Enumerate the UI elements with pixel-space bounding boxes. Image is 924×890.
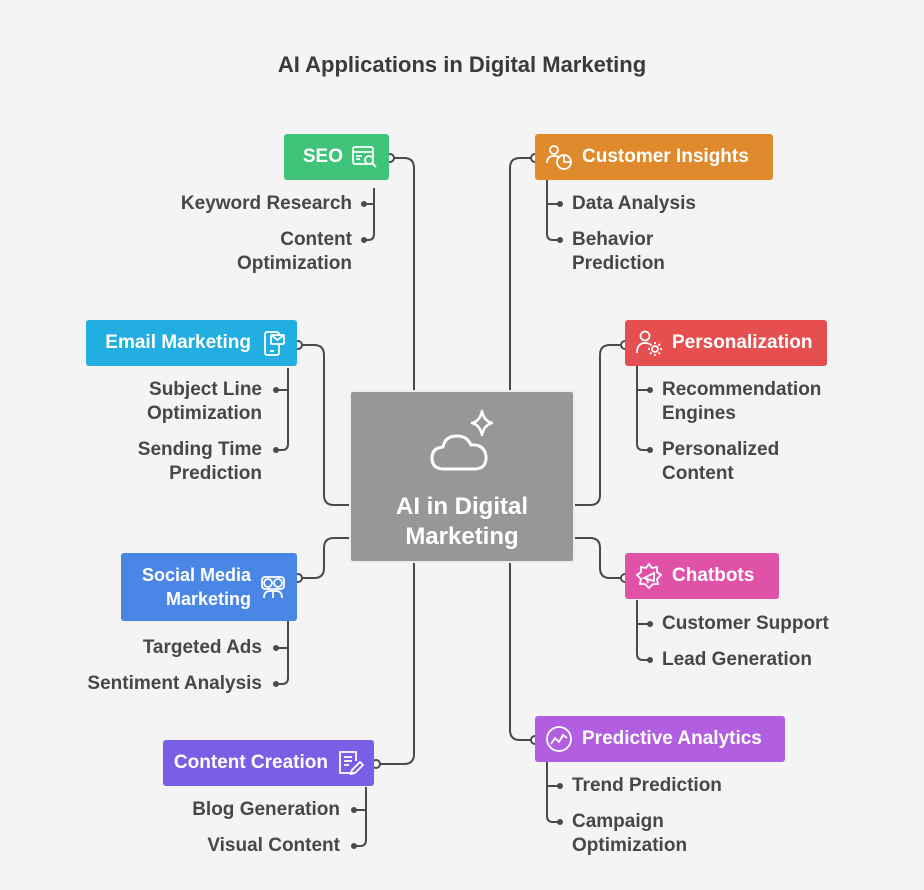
category-social-media[interactable]: Social Media Marketing	[121, 553, 297, 621]
email-item-subject-line: Subject Line Optimization	[147, 378, 262, 426]
connector-personalization-items	[636, 366, 650, 451]
seo-item-line: Optimization	[236, 253, 352, 274]
connector-email	[300, 344, 349, 506]
connector-seo-items	[364, 188, 375, 241]
center-label-line2: Marketing	[405, 523, 519, 550]
connector-social	[300, 537, 349, 579]
email-item-line: Sending Time	[137, 439, 262, 460]
category-predictive-label: Predictive Analytics	[582, 728, 762, 749]
diagram-title: AI Applications in Digital Marketing	[277, 52, 647, 77]
category-insights-label: Customer Insights	[582, 146, 749, 167]
connector-personalization	[575, 344, 623, 506]
personalization-item-personalized-content: Personalized Content	[662, 438, 779, 486]
email-item-sending-time: Sending Time Prediction	[138, 438, 262, 486]
center-node: AI in Digital Marketing	[349, 390, 575, 563]
connector-predictive	[509, 563, 533, 741]
category-social-label-line2: Marketing	[165, 589, 251, 609]
insights-item-behavior-prediction: Behavior Prediction	[572, 228, 665, 276]
center-label-line1: AI in Digital	[396, 493, 528, 520]
category-email-marketing[interactable]: Email Marketing	[86, 320, 297, 366]
email-item-line: Prediction	[169, 463, 262, 484]
connector-chatbots-items	[636, 600, 650, 661]
trend-chart-icon	[546, 726, 572, 752]
content-item-blog-generation: Blog Generation	[192, 799, 340, 820]
category-content-label: Content Creation	[173, 752, 328, 773]
connector-content-items	[354, 787, 367, 847]
email-item-line: Optimization	[146, 403, 262, 424]
mobile-mail-icon	[264, 331, 285, 356]
cloud-sparkle-icon	[430, 409, 494, 471]
social-item-targeted-ads: Targeted Ads	[142, 637, 262, 658]
connector-insights	[509, 157, 533, 390]
category-predictive-analytics[interactable]: Predictive Analytics	[535, 716, 785, 762]
connector-predictive-items	[546, 762, 560, 823]
connector-seo	[392, 157, 415, 390]
connector-chatbots	[575, 537, 623, 579]
seo-item-content-optimization: Content Optimization	[237, 228, 352, 276]
user-chart-icon	[546, 145, 572, 170]
insights-item-data-analysis: Data Analysis	[572, 193, 696, 214]
social-group-icon	[261, 576, 285, 599]
category-seo[interactable]: SEO	[284, 134, 389, 180]
insights-item-line: Behavior	[572, 229, 654, 250]
personalization-item-line: Content	[662, 463, 734, 484]
chatbots-item-lead-generation: Lead Generation	[662, 649, 812, 670]
content-item-visual-content: Visual Content	[207, 835, 340, 856]
category-content-creation[interactable]: Content Creation	[163, 740, 374, 786]
category-personalization-label: Personalization	[672, 332, 813, 353]
connector-insights-items	[546, 180, 560, 241]
category-social-label: Social Media Marketing	[142, 563, 251, 611]
center-label: AI in Digital Marketing	[351, 492, 573, 552]
social-item-sentiment-analysis: Sentiment Analysis	[87, 673, 262, 694]
connector-content	[378, 563, 415, 765]
predictive-item-campaign-optimization: Campaign Optimization	[572, 810, 687, 858]
category-seo-label: SEO	[302, 146, 343, 167]
personalization-item-recommendation: Recommendation Engines	[662, 378, 821, 426]
predictive-item-line: Optimization	[572, 835, 688, 856]
predictive-item-trend-prediction: Trend Prediction	[572, 775, 722, 796]
seo-item-keyword-research: Keyword Research	[180, 193, 352, 214]
category-personalization[interactable]: Personalization	[625, 320, 827, 366]
connector-email-items	[276, 368, 289, 451]
personalization-item-line: Personalized	[662, 439, 780, 460]
category-chatbots[interactable]: Chatbots	[625, 553, 779, 599]
chatbots-item-customer-support: Customer Support	[662, 613, 829, 634]
document-edit-icon	[339, 751, 364, 776]
seo-item-line: Content	[280, 229, 352, 250]
email-item-line: Subject Line	[149, 379, 262, 400]
insights-item-line: Prediction	[572, 253, 665, 274]
category-chatbots-label: Chatbots	[672, 565, 755, 586]
personalization-item-line: Engines	[662, 403, 736, 424]
personalization-item-line: Recommendation	[662, 379, 822, 400]
browser-search-icon	[352, 146, 377, 168]
category-social-label-line1: Social Media	[141, 565, 251, 585]
category-customer-insights[interactable]: Customer Insights	[535, 134, 773, 180]
user-gear-icon	[636, 330, 662, 356]
chatbot-icon	[635, 562, 663, 590]
category-email-label: Email Marketing	[105, 332, 251, 353]
predictive-item-line: Campaign	[572, 811, 664, 832]
